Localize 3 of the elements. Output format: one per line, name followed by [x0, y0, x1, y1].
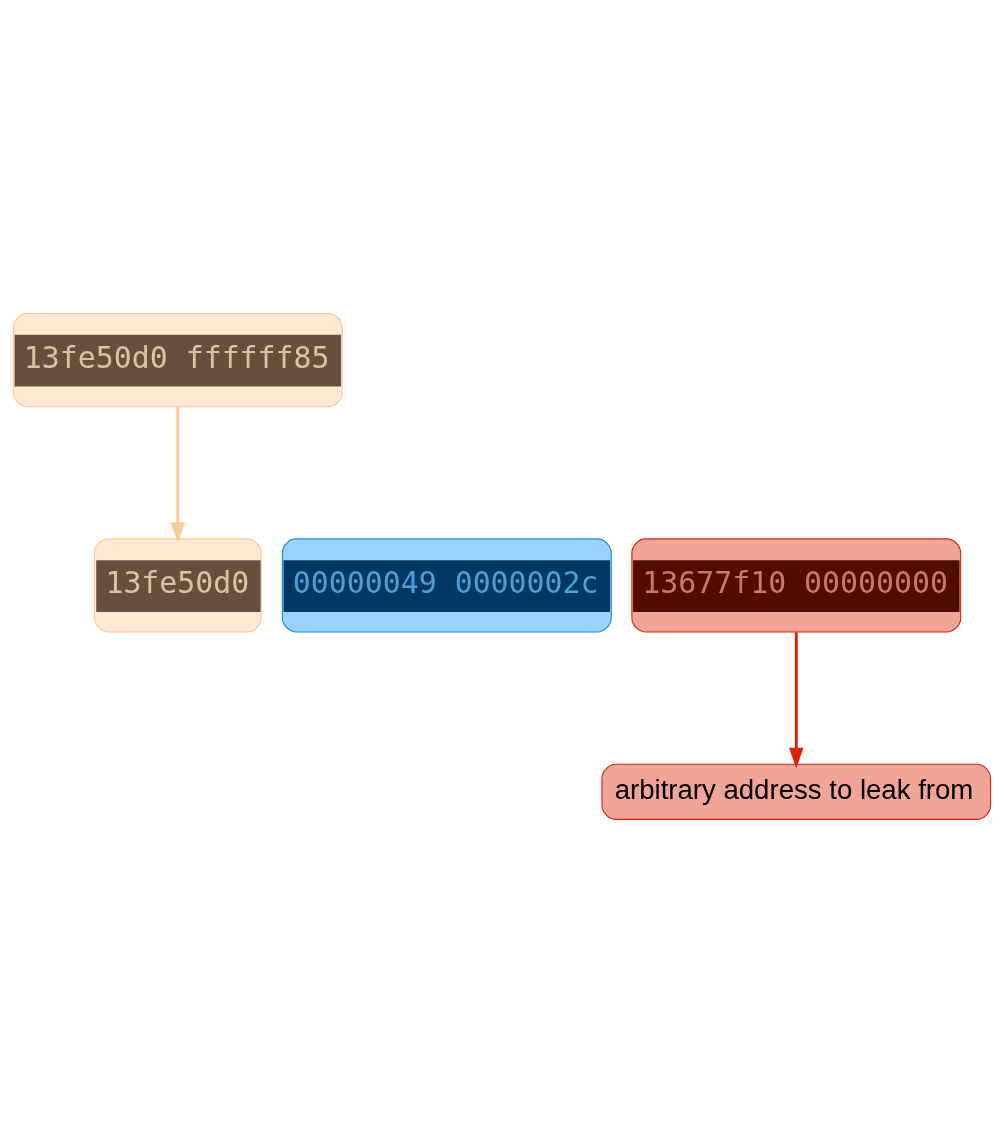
arrow — [170, 406, 186, 543]
arrow — [789, 631, 804, 768]
node-box: arbitrary address to leak from — [601, 763, 992, 820]
